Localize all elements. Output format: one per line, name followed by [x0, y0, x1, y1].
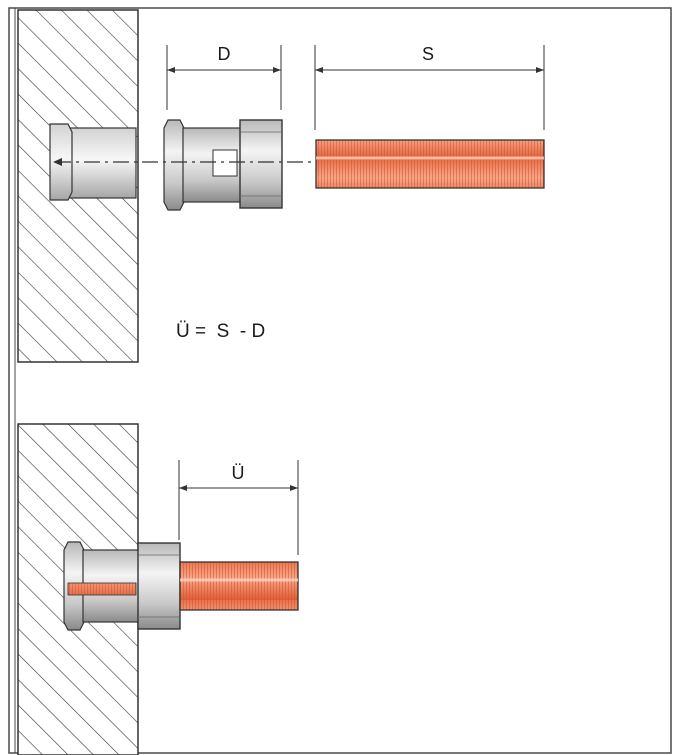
- anchor-sleeve-top: [163, 119, 283, 211]
- dimension-d-label: D: [218, 44, 231, 64]
- anchor-installed-bottom: [63, 541, 181, 631]
- dimension-u: [178, 460, 299, 555]
- dimension-d: [166, 45, 282, 110]
- threaded-rod-bottom: [179, 561, 299, 611]
- threaded-rod-top: [315, 139, 545, 189]
- formula-text: Ü = S - D: [176, 321, 265, 342]
- dimension-s-label: S: [422, 44, 434, 64]
- diagram-frame: [8, 7, 672, 754]
- dimension-s: [314, 45, 545, 130]
- dimension-u-label: Ü: [232, 463, 245, 483]
- axis-arrowhead: [53, 158, 62, 166]
